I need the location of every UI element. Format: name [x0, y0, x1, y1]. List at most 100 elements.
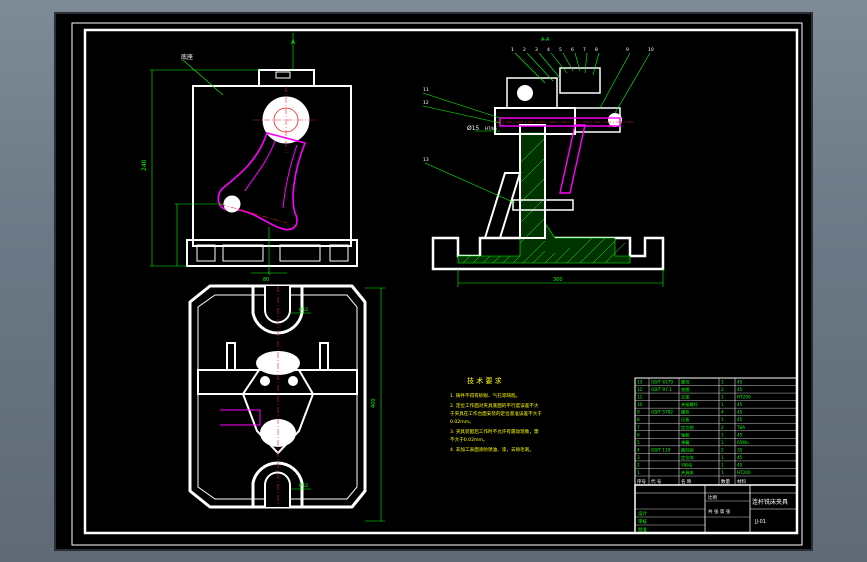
side-lower-clamp — [512, 199, 574, 211]
part-no-13: 13 — [423, 157, 429, 163]
part-no-3: 3 — [535, 47, 538, 53]
technical-notes: 技 术 要 求 1. 铸件不得有砂眼、气孔等缺陷。 2. 定位工作面对夹具底面的… — [450, 376, 542, 453]
engineering-drawing: 底座 A 240 80 400 Ø12 — [55, 13, 812, 550]
bom-cell: 1 — [721, 380, 724, 385]
bom-cell: 轴套 — [681, 431, 690, 438]
bom-cell: 7 — [637, 425, 640, 430]
bottom-u-slot-inner — [264, 471, 291, 507]
part-no-7: 7 — [583, 47, 586, 53]
bom-cell: 螺母 — [681, 379, 689, 386]
bottom-u-slot — [251, 461, 304, 507]
locator-pin-right — [288, 376, 298, 386]
title-block-sheet-label: 共 张 第 张 — [708, 508, 731, 515]
left-post — [226, 342, 236, 371]
bom-cell: 12 — [637, 387, 643, 392]
note-line-1: 1. 铸件不得有砂眼、气孔等缺陷。 — [450, 392, 520, 399]
sheet-border — [71, 22, 803, 546]
locator-pin-left — [260, 376, 270, 386]
side-top-mark: A-A — [541, 37, 550, 43]
front-dimensions — [150, 33, 294, 275]
plan-view: 400 Ø12 Ø12 — [188, 284, 385, 522]
bom-cell: 弹簧 — [681, 439, 689, 446]
front-bottom-dim: 80 — [263, 277, 269, 283]
title-block-drawing-no: JJ-01 — [754, 519, 766, 525]
bom-cell: 3 — [637, 455, 640, 460]
plan-dimensions — [291, 287, 385, 522]
front-height-dim: 240 — [141, 159, 148, 171]
side-fit-tol: H7/k6 — [485, 126, 497, 131]
bom-cell: 1 — [721, 402, 724, 407]
note-line-2: 2. 定位工作面对夹具底面的平行度误差不大 — [450, 402, 539, 409]
note-line-5: 3. 夹具装配后工作时不允许有震动现象，需 — [450, 428, 539, 435]
plan-label-bottom: Ø12 — [299, 482, 308, 489]
part-no-2: 2 — [523, 47, 526, 53]
bom-cell: 压板 — [681, 416, 690, 423]
bom-cell: 1 — [637, 470, 640, 475]
front-section-mark: A — [291, 39, 296, 46]
part-no-10: 10 — [648, 47, 654, 53]
bom-cell: 45 — [737, 417, 743, 422]
base-pocket-4 — [329, 244, 349, 262]
bom-cell: 4 — [637, 447, 640, 452]
note-line-6: 不大于0.02mm。 — [450, 436, 488, 443]
note-line-7: 4. 非加工表面涂防锈油、漆，去除毛刺。 — [450, 446, 534, 453]
side-lever-housing — [559, 67, 601, 94]
title-block-designer: 设计 — [638, 510, 647, 517]
note-line-3: 于夹具在工作台面安装的定位基准误差不大于 — [450, 410, 542, 417]
bom-cell: 5 — [637, 440, 640, 445]
side-width-dim: 300 — [553, 277, 563, 283]
bom-cell: HT200 — [737, 395, 751, 400]
bom-cell: 夹具体 — [681, 469, 694, 476]
bom-cell: 2 — [721, 425, 724, 430]
bom-cell: GB/T 6170 — [651, 380, 673, 385]
bom-header-cell: 数量 — [721, 478, 730, 485]
bom-cell: 1 — [721, 455, 724, 460]
bom-cell: 2 — [637, 462, 640, 467]
bom-cell: 1 — [721, 432, 724, 437]
bom-cell: 6 — [637, 432, 640, 437]
bom-cell: GB/T 5782 — [651, 410, 673, 415]
bom-cell: 1 — [721, 395, 724, 400]
note-line-4: 0.02mm。 — [450, 419, 474, 425]
bom-cell: 13 — [637, 380, 643, 385]
bom-cell: 10 — [637, 402, 643, 407]
plan-height-dim: 400 — [371, 398, 377, 408]
bom-cell: 11 — [637, 395, 643, 400]
plan-part-outline — [220, 409, 261, 426]
connecting-rod-part — [217, 132, 307, 231]
part-no-1: 1 — [511, 47, 514, 53]
bom-cell: 45 — [737, 462, 743, 467]
top-clamp-block — [258, 69, 315, 87]
side-knob — [517, 85, 533, 101]
base-pocket-1 — [196, 244, 216, 262]
plan-label-top: Ø12 — [299, 306, 308, 313]
side-column — [519, 124, 546, 239]
connecting-rod-web-2 — [282, 144, 298, 209]
bom-cell: 1 — [721, 440, 724, 445]
bom-cell: 45 — [737, 380, 743, 385]
side-fit-label: Ø15 — [467, 125, 480, 132]
bom-cell: 1 — [721, 462, 724, 467]
bom-cell: 35 — [737, 447, 743, 452]
bom-cell: 螺栓 — [681, 409, 690, 416]
bom-header-cell: 代 号 — [651, 478, 662, 485]
cad-viewport[interactable]: 底座 A 240 80 400 Ø12 — [54, 12, 813, 551]
bom-cell: GB/T 119 — [651, 447, 671, 452]
part-no-9: 9 — [626, 47, 629, 53]
fixture-base — [186, 239, 358, 267]
part-no-4: 4 — [547, 47, 550, 53]
bom-cell: 圆柱销 — [681, 446, 694, 453]
drawing-frame — [83, 28, 799, 535]
title-block-name: 连杆铣床夹具 — [752, 498, 788, 506]
bom-cell: V型块 — [681, 461, 693, 468]
bom-cell: 支架 — [681, 394, 689, 401]
bom-cell: T8A — [736, 425, 745, 430]
side-clamp-nut — [608, 113, 622, 127]
top-clamp-screw — [275, 71, 291, 79]
title-block-approver: 批准 — [638, 526, 647, 533]
bom-cell: 45 — [737, 455, 743, 460]
front-leader-label: 底座 — [181, 53, 193, 61]
plan-outline — [188, 284, 367, 509]
side-head-top — [506, 77, 558, 109]
title-block: 连杆铣床夹具 JJ-01 比例 共 张 第 张 设计 审核 批准 — [634, 484, 798, 534]
